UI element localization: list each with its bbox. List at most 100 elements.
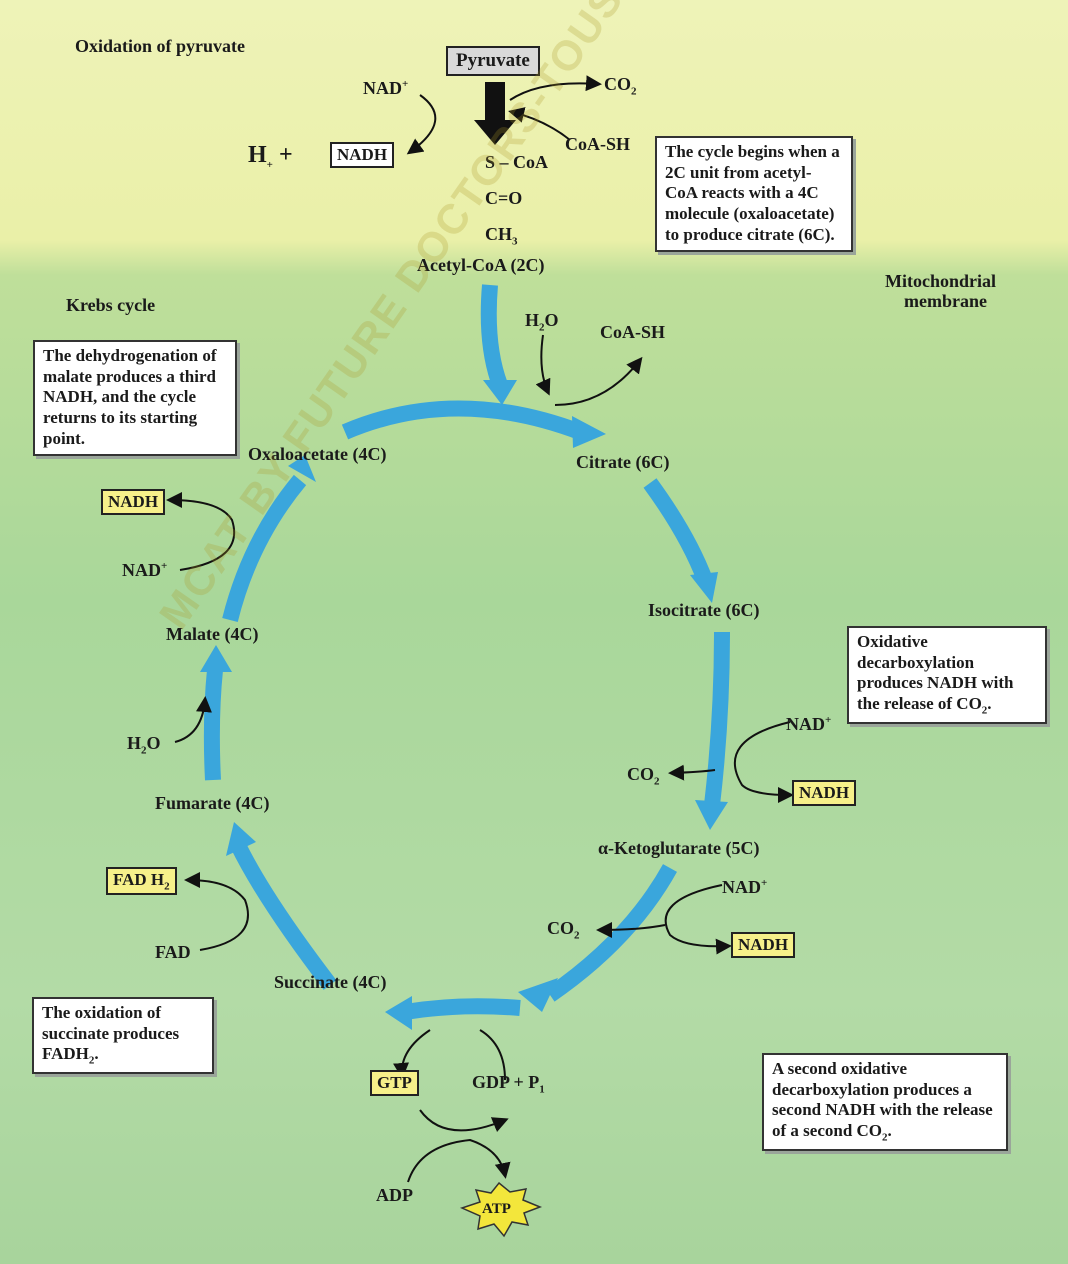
arrow-coash-entry-out bbox=[554, 356, 643, 406]
callout-second-oxidative: A second oxidative decarboxylation produ… bbox=[762, 1053, 1008, 1151]
pyruvate-arrow-head bbox=[474, 120, 516, 145]
co2-ketoglutarate: CO2 bbox=[547, 918, 580, 942]
membrane-line-1: Mitochondrial bbox=[885, 271, 996, 291]
cycle-arrowheads bbox=[200, 380, 728, 1030]
h2o-entry-o: O bbox=[544, 310, 559, 330]
callout-dehydrogenation: The dehydrogenation of malate produces a… bbox=[33, 340, 237, 456]
co2-pyruvate: CO2 bbox=[604, 74, 637, 98]
co2-kg-sub: 2 bbox=[574, 929, 580, 942]
h2o-fum-sub: 2 bbox=[141, 744, 147, 757]
arrow-isocitrate-to-ketoglutarate bbox=[704, 631, 730, 806]
intermediate-ketoglutarate: α-Ketoglutarate (5C) bbox=[598, 838, 760, 858]
intermediate-malate: Malate (4C) bbox=[166, 624, 259, 644]
second-oxidative-text: A second oxidative decarboxylation produ… bbox=[772, 1059, 993, 1141]
fadh2-chip: FAD H2 bbox=[106, 867, 177, 896]
thin-arrows bbox=[166, 75, 794, 1183]
atp-label: ATP bbox=[482, 1201, 511, 1217]
arrow-nad-to-nadh-pyruvate bbox=[406, 94, 437, 155]
h2o-entry-h: H bbox=[525, 310, 540, 330]
succinate-oxidation-text: The oxidation of succinate produces FADH bbox=[42, 1003, 180, 1064]
h2o-entry-sub: 2 bbox=[539, 321, 545, 334]
structure-c-o: C=O bbox=[485, 188, 523, 208]
arrow-h2o-in bbox=[535, 334, 551, 396]
nad-pyruvate: NAD+ bbox=[363, 78, 408, 99]
fadh2-text: FAD H bbox=[113, 870, 165, 889]
callout-succinate-oxidation: The oxidation of succinate produces FADH… bbox=[32, 997, 214, 1075]
arrow-oxaloacetate-to-citrate bbox=[341, 400, 583, 440]
nadh-ketoglutarate: NADH bbox=[731, 932, 796, 958]
co2-kg-text: CO bbox=[547, 918, 574, 938]
callout-cycle-begins: The cycle begins when a 2C unit from ace… bbox=[655, 136, 853, 252]
nad-kg-sup: + bbox=[761, 877, 768, 889]
nad-kg-text: NAD bbox=[722, 877, 761, 897]
arrow-succinate-left bbox=[403, 998, 521, 1020]
h2o-fumarate: H2O bbox=[127, 733, 161, 757]
gdp-text: GDP + P bbox=[472, 1072, 540, 1092]
arrow-adp-to-atp bbox=[407, 1138, 511, 1183]
arrow-kg-co2 bbox=[596, 921, 666, 938]
pyruvate-arrow-shaft bbox=[485, 82, 505, 122]
arrow-iso-nad-to-nadh bbox=[733, 721, 794, 803]
arrow-ketoglutarate-to-succinate bbox=[545, 864, 677, 1002]
arrow-kg-nad-to-nadh bbox=[664, 884, 732, 955]
nadh-malate: NADH bbox=[101, 489, 166, 515]
arrow-fad-to-fadh2 bbox=[184, 872, 249, 951]
second-oxidative-sub: 2 bbox=[882, 1131, 888, 1144]
intermediate-succinate: Succinate (4C) bbox=[274, 972, 387, 992]
h-sub: + bbox=[266, 158, 273, 171]
oxidative-decarb-sub: 2 bbox=[981, 704, 988, 717]
pyruvate-box: Pyruvate bbox=[446, 46, 540, 76]
intermediate-isocitrate: Isocitrate (6C) bbox=[648, 600, 760, 620]
h2o-entry: H2O bbox=[525, 310, 559, 334]
acetyl-coa-label: Acetyl-CoA (2C) bbox=[417, 255, 545, 275]
cycle-arrows bbox=[203, 284, 730, 1020]
nad-sup: + bbox=[402, 78, 409, 90]
nad-iso-sup: + bbox=[825, 714, 832, 726]
co2-iso-text: CO bbox=[627, 764, 654, 784]
co2-sub: 2 bbox=[631, 85, 637, 98]
co2-isocitrate: CO2 bbox=[627, 764, 660, 788]
adp-label: ADP bbox=[376, 1185, 413, 1205]
coash-pyruvate: CoA-SH bbox=[565, 134, 631, 154]
membrane-line-2: membrane bbox=[904, 290, 987, 311]
nad-mal-sup: + bbox=[161, 560, 168, 572]
nad-isocitrate: NAD+ bbox=[786, 714, 831, 735]
nad-malate: NAD+ bbox=[122, 560, 167, 581]
arrow-coash-out bbox=[508, 107, 571, 141]
arrow-entry bbox=[480, 284, 508, 388]
co2-iso-sub: 2 bbox=[654, 775, 660, 788]
co2-text: CO bbox=[604, 74, 631, 94]
nad-text: NAD bbox=[363, 78, 402, 98]
h2o-fum-o: O bbox=[146, 733, 161, 753]
intermediate-oxaloacetate: Oxaloacetate (4C) bbox=[248, 444, 387, 464]
heading-krebs-cycle: Krebs cycle bbox=[66, 295, 156, 315]
arrow-h2o-fumarate bbox=[174, 696, 212, 743]
heading-oxidation-of-pyruvate: Oxidation of pyruvate bbox=[75, 36, 246, 56]
nadh-isocitrate: NADH bbox=[792, 780, 857, 806]
coash-entry: CoA-SH bbox=[600, 322, 666, 342]
intermediate-citrate: Citrate (6C) bbox=[576, 452, 670, 472]
gdp-label: GDP + P1 bbox=[472, 1072, 545, 1096]
arrow-fumarate-to-malate bbox=[203, 669, 223, 781]
arrow-co2-out bbox=[509, 75, 602, 101]
h-text: H bbox=[248, 142, 267, 168]
atp-starburst bbox=[459, 1181, 543, 1238]
intermediate-fumarate: Fumarate (4C) bbox=[155, 793, 270, 813]
arrow-malate-nad-to-nadh bbox=[166, 492, 236, 571]
structure-s-coa: S – CoA bbox=[485, 152, 549, 172]
ch-sub: 3 bbox=[512, 235, 518, 248]
callout-oxidative-decarb: Oxidative decarboxylation produces NADH … bbox=[847, 626, 1047, 724]
arrow-succinate-to-fumarate bbox=[230, 841, 337, 990]
h-plus: H+ + bbox=[248, 142, 293, 171]
gdp-sub: 1 bbox=[539, 1083, 545, 1096]
nad-iso-text: NAD bbox=[786, 714, 825, 734]
h2o-fum-h: H bbox=[127, 733, 142, 753]
nad-ketoglutarate: NAD+ bbox=[722, 877, 767, 898]
fad-label: FAD bbox=[155, 942, 191, 962]
nadh-pyruvate: NADH bbox=[330, 142, 395, 168]
heading-mitochondrial-membrane: Mitochondrial membrane bbox=[885, 271, 996, 312]
oxidative-decarb-text: Oxidative decarboxylation produces NADH … bbox=[857, 632, 1014, 714]
ch-text: CH bbox=[485, 224, 512, 244]
